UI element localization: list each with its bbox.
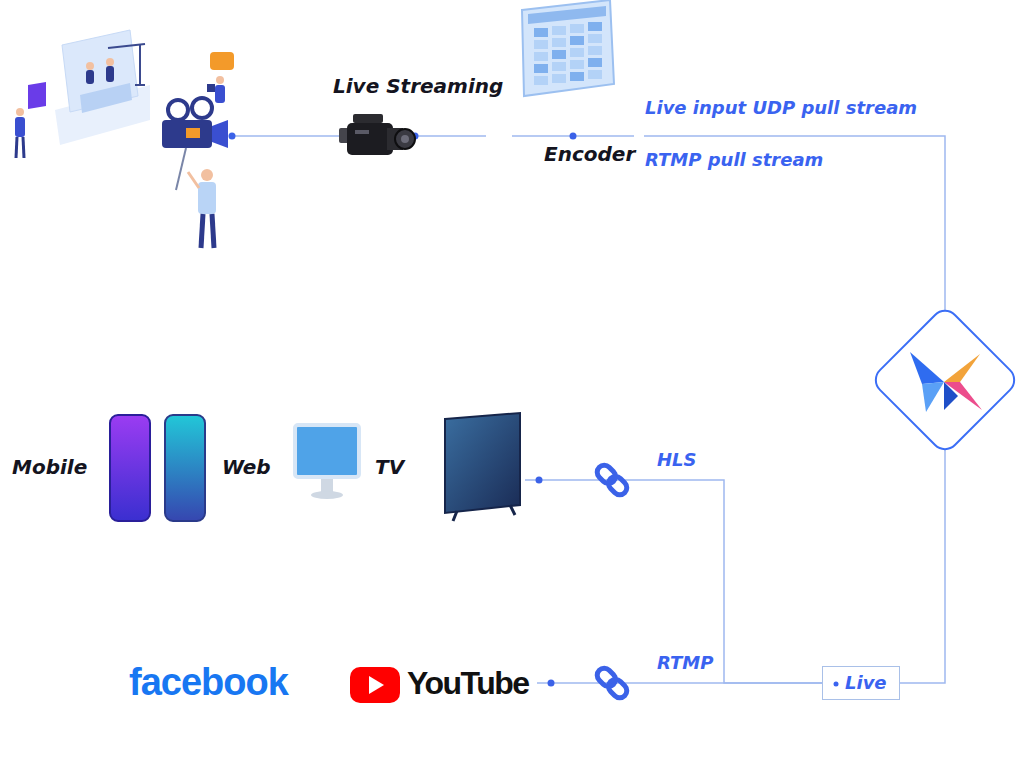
encoder-node: Encoder — [518, 0, 644, 172]
node-text: YouTube — [407, 664, 529, 702]
social-node: facebook YouTube — [125, 660, 537, 710]
protocol-label: RTMP — [655, 652, 715, 673]
live-box: Live — [822, 666, 900, 700]
link-icon — [594, 665, 629, 700]
junction-dot — [229, 133, 236, 140]
camcorder-icon — [339, 114, 415, 155]
node-text: Web — [222, 455, 271, 479]
devices-icon — [110, 413, 520, 521]
signal-wire — [518, 135, 634, 137]
junction-dot — [570, 133, 577, 140]
stream-connector — [525, 480, 822, 683]
yt-icon — [350, 667, 400, 703]
stream-label: Live input UDP pull stream — [645, 97, 917, 118]
platform-diamond — [870, 305, 1020, 455]
devices-node: Mobile Web TV — [5, 405, 525, 525]
encoder-icon — [522, 0, 614, 96]
endpoint-dot — [536, 477, 543, 484]
studio-illustration — [15, 30, 234, 248]
livedot-icon — [834, 682, 839, 687]
stream-connector — [512, 135, 518, 137]
camera-node: Live Streaming — [325, 70, 512, 166]
endpoint-dot — [548, 680, 555, 687]
protocol-label: HLS — [655, 449, 699, 470]
node-text: Encoder — [544, 142, 635, 166]
stream-connector — [537, 682, 822, 684]
node-text: facebook — [129, 660, 288, 706]
node-text: Mobile — [12, 455, 87, 479]
node-text: TV — [375, 455, 404, 479]
stream-label: RTMP pull stream — [645, 149, 823, 170]
link-icon — [594, 462, 629, 497]
stream-connector — [644, 136, 945, 683]
node-text: Live — [845, 672, 887, 694]
node-text: Live Streaming — [333, 74, 503, 98]
